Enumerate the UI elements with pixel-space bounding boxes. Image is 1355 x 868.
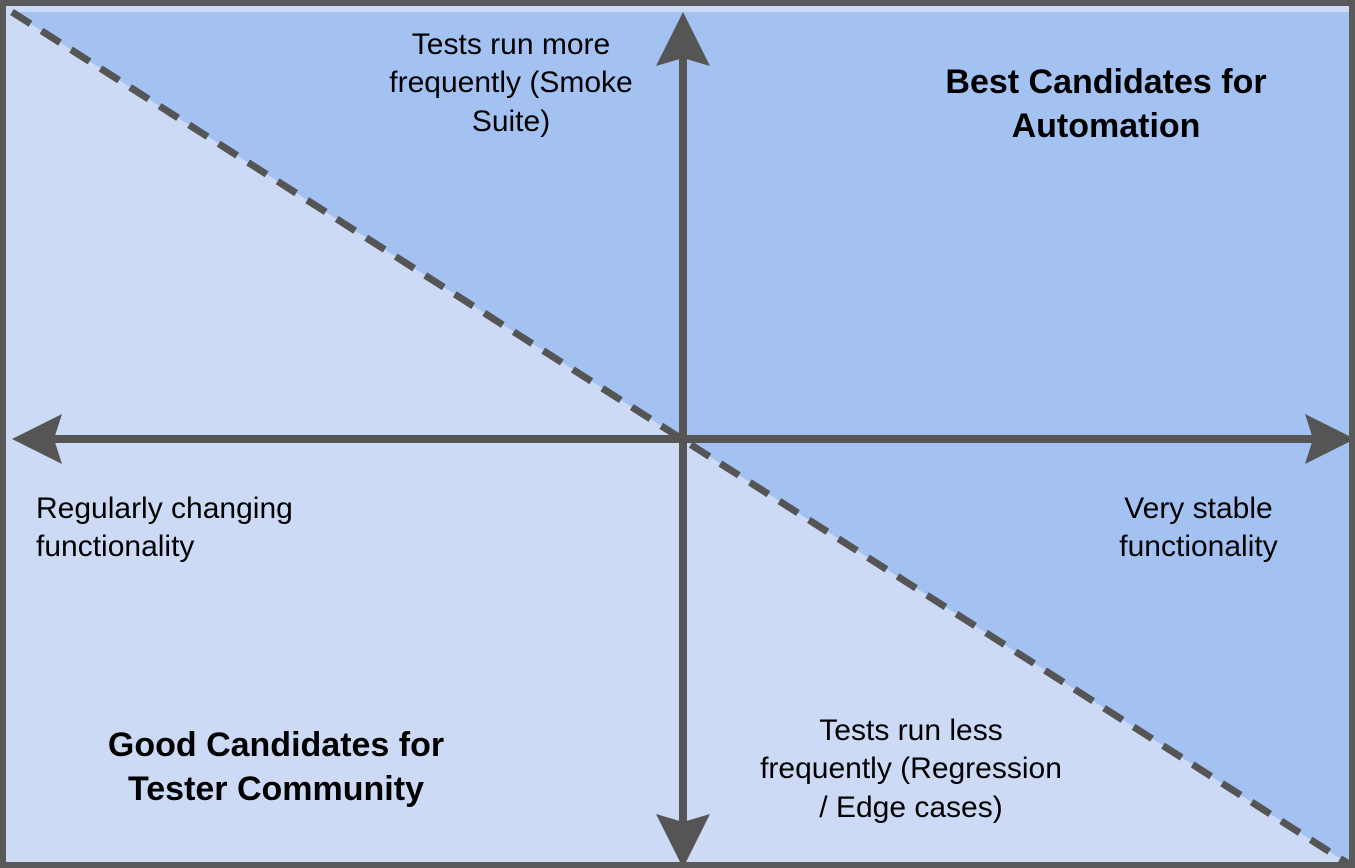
axis-arrow-left-icon (12, 414, 62, 464)
x-axis-right-label: Very stable functionality (1119, 492, 1278, 564)
axis-arrow-down-icon (656, 814, 710, 862)
x-axis-left-label: Regularly changing functionality (36, 492, 293, 564)
quadrant-diagram-canvas (10, 9, 1349, 862)
y-axis-bottom-label: Tests run less frequently (Regression / … (760, 714, 1062, 824)
axis-arrow-up-icon (656, 12, 710, 66)
quadrant-label-top-right: Best Candidates for Automation (945, 63, 1267, 145)
vertical-axis (656, 12, 710, 862)
dashed-divider-line (10, 9, 1349, 862)
axis-arrow-right-icon (1305, 414, 1349, 464)
y-axis-top-label: Tests run more frequently (Smoke Suite) (389, 28, 633, 138)
quadrant-label-bottom-left: Good Candidates for Tester Community (107, 726, 445, 808)
